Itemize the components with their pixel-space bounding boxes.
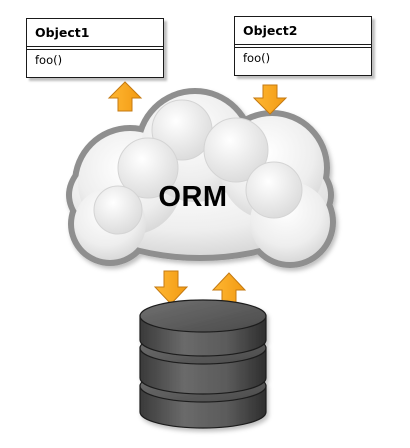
object1-method: foo() <box>35 53 63 67</box>
arrow-down-to-database-icon <box>153 270 189 305</box>
object2-attributes-divider <box>235 45 371 48</box>
object2-method: foo() <box>243 51 271 65</box>
object1-attributes-divider <box>27 47 163 50</box>
database-icon <box>139 299 267 429</box>
cloud-icon <box>66 88 336 268</box>
object2-class-box: Object2 foo() <box>234 16 372 76</box>
object1-class-name: Object1 <box>27 19 163 47</box>
object2-class-name: Object2 <box>235 17 371 45</box>
arrow-down-from-object2-icon <box>252 84 288 115</box>
arrow-up-from-database-icon <box>211 272 247 305</box>
orm-label: ORM <box>158 181 228 213</box>
arrow-up-to-object1-icon <box>107 81 143 112</box>
object1-class-box: Object1 foo() <box>26 18 164 78</box>
